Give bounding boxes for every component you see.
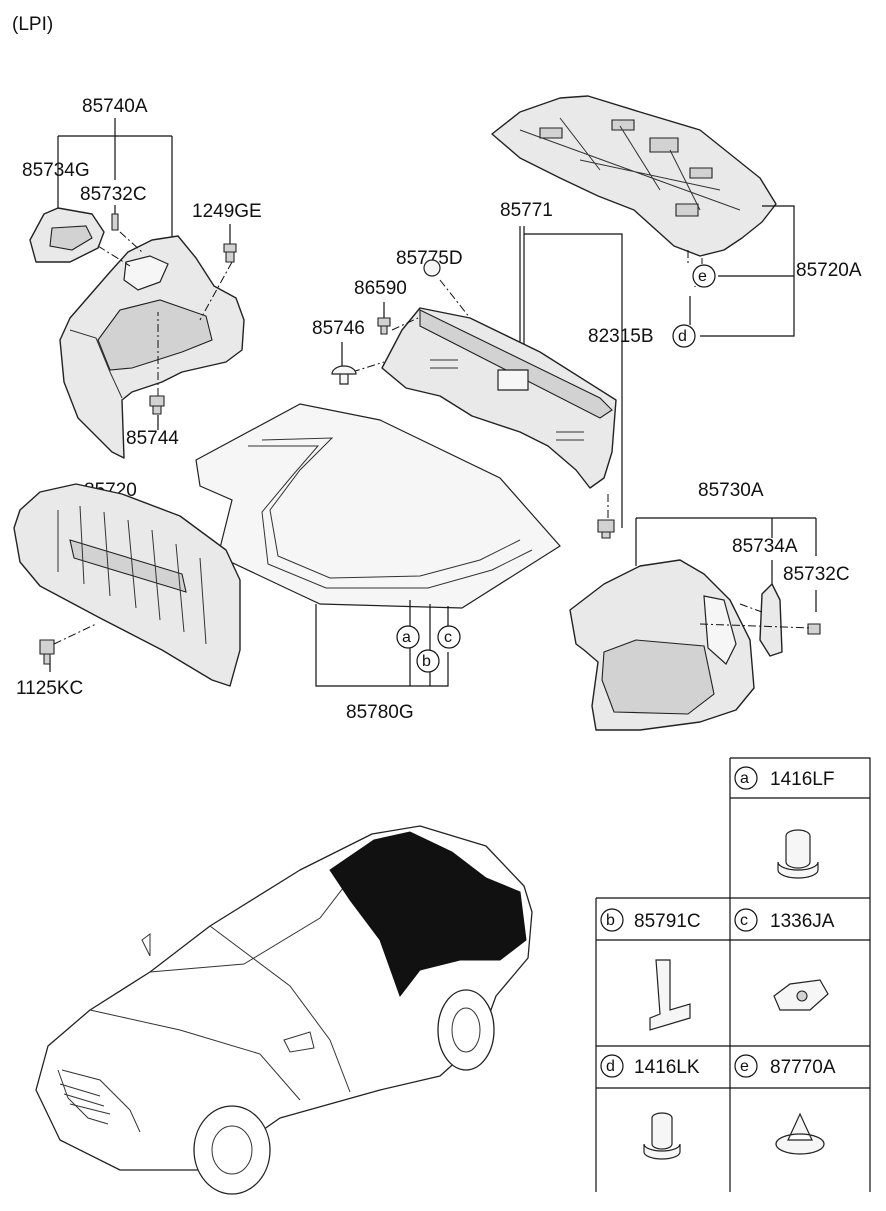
clip-1416LF-icon <box>777 829 819 879</box>
clip-85791C-icon <box>649 959 691 1031</box>
callout-1125KC: 1125KC <box>16 678 83 699</box>
letter-d-circle-tray <box>672 324 696 348</box>
callout-85780G: 85780G <box>346 702 414 723</box>
part-85746-clip <box>331 365 357 385</box>
left-trunk-side-trim-group: 85740A 85734G 85732C 1249GE 85744 <box>22 96 262 459</box>
part-85720A-package-tray <box>491 95 777 257</box>
legend-item-d: d 1416LK <box>600 1054 700 1160</box>
legend-c-letter: c <box>740 912 748 929</box>
letter-a-circle-mat <box>396 625 420 649</box>
legend-c-part: 1336JA <box>770 911 835 932</box>
letter-b-mat: b <box>422 653 431 670</box>
callout-85746: 85746 <box>312 318 365 339</box>
letter-c-circle-mat <box>437 625 461 649</box>
bracket-85740A <box>57 118 173 240</box>
part-85744-nut <box>149 395 165 415</box>
legend-item-c: c 1336JA <box>734 908 835 1011</box>
letter-e-tray: e <box>698 268 707 285</box>
legend-d-part: 1416LK <box>634 1057 700 1078</box>
part-82315B-clip <box>597 519 615 539</box>
callout-85732C-right: 85732C <box>783 564 850 585</box>
bracket-85771 <box>519 226 623 528</box>
transverse-trim-group: 85771 85775D 86590 85746 82315B <box>312 200 654 539</box>
callout-85732C-left: 85732C <box>80 184 147 205</box>
callout-85740A: 85740A <box>82 96 148 117</box>
callout-85744: 85744 <box>126 428 179 449</box>
legend-table: a 1416LF b 85791C c 1336JA d 1416LK <box>595 757 871 1192</box>
part-85780G-trunk-mat <box>195 403 561 609</box>
callout-85775D: 85775D <box>396 248 463 269</box>
callout-85730A: 85730A <box>698 480 764 501</box>
part-85720-rear-panel <box>13 483 241 687</box>
vehicle-locator-illustration <box>35 825 533 1195</box>
package-tray-group: 85720A e d <box>491 95 862 348</box>
legend-b-letter: b <box>606 912 615 929</box>
legend-b-part: 85791C <box>634 911 701 932</box>
letter-c-mat: c <box>444 629 452 646</box>
letter-d-tray: d <box>678 328 687 345</box>
front-wheel <box>193 1105 271 1195</box>
legend-d-letter: d <box>606 1058 615 1075</box>
letter-b-circle-mat <box>416 649 440 673</box>
legend-item-e: e 87770A <box>734 1054 836 1155</box>
part-1249GE-clip <box>223 243 237 263</box>
rear-wheel <box>437 989 495 1071</box>
part-85732C-left-clip <box>111 213 119 231</box>
bracket-85720A <box>700 205 795 337</box>
part-85775D-cap <box>423 259 441 277</box>
callout-85734G: 85734G <box>22 160 90 181</box>
right-trunk-side-trim-group: 85730A 85734A 85732C <box>569 480 850 731</box>
letter-a-mat: a <box>402 629 411 646</box>
part-1125KC-bolt <box>39 639 55 665</box>
callout-85720A: 85720A <box>796 260 862 281</box>
callout-82315B: 82315B <box>588 326 654 347</box>
letter-e-circle-tray <box>692 264 716 288</box>
legend-e-letter: e <box>740 1058 749 1075</box>
part-85732C-right-clip <box>807 623 821 635</box>
callout-86590: 86590 <box>354 278 407 299</box>
callout-1249GE: 1249GE <box>192 201 262 222</box>
legend-e-part: 87770A <box>770 1057 836 1078</box>
rear-panel-group: 85720 1125KC <box>13 480 241 699</box>
callout-85734A: 85734A <box>732 536 798 557</box>
clip-1416LK-icon <box>643 1112 681 1160</box>
callout-85771: 85771 <box>500 200 553 221</box>
trunk-mat-group: 85780G a b c <box>195 403 561 723</box>
variant-label: (LPI) <box>12 14 53 35</box>
legend-a-letter: a <box>740 770 749 787</box>
part-86590-screw <box>377 317 391 335</box>
legend-item-a: a 1416LF <box>734 766 834 879</box>
part-85734A-cover <box>759 583 783 657</box>
legend-a-part: 1416LF <box>770 769 834 790</box>
clip-87770A-icon <box>775 1112 825 1155</box>
highlighted-trunk-area <box>329 831 527 998</box>
part-85771-transverse-trim <box>381 307 617 489</box>
legend-item-b: b 85791C <box>600 908 701 1031</box>
